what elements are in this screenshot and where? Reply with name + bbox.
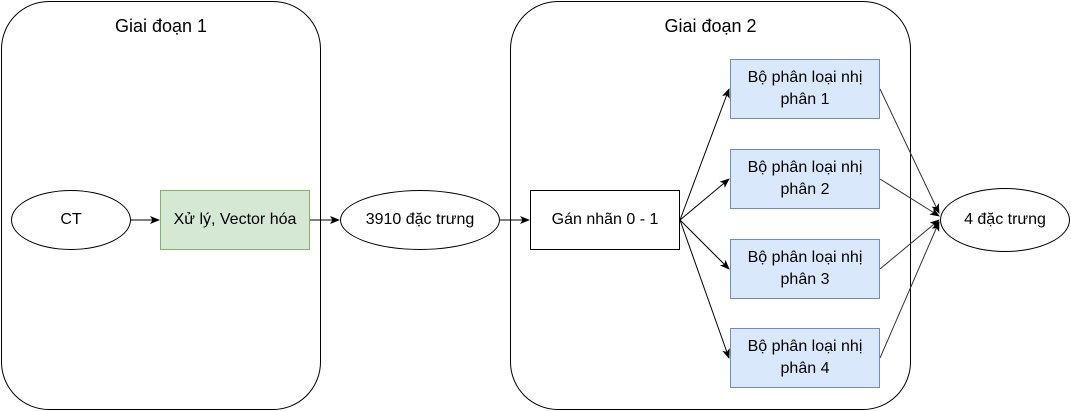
edge-label-to-classifier-3 [679, 219, 730, 270]
stage-1-title: Giai đoạn 1 [114, 16, 208, 36]
edge-classifier-1-to-output [879, 88, 940, 214]
binary-classifier-3-node: Bộ phân loại nhị phân 3 [730, 239, 880, 299]
edge-label-to-classifier-2 [679, 178, 730, 221]
edge-classifier-4-to-output [879, 221, 940, 359]
edge-label-to-classifier-1 [679, 88, 730, 221]
edge-classifier-2-to-output [879, 178, 940, 217]
process-vectorize-node: Xử lý, Vector hóa [160, 190, 310, 250]
features-3910-node: 3910 đặc trưng [340, 190, 500, 250]
edge-label-to-classifier-4 [679, 219, 730, 359]
edge-classifier-3-to-output [879, 219, 940, 270]
features-4-output-node: 4 đặc trưng [940, 188, 1070, 252]
ct-node: CT [11, 190, 131, 250]
label-0-1-node: Gán nhãn 0 - 1 [530, 190, 680, 250]
binary-classifier-2-node: Bộ phân loại nhị phân 2 [730, 149, 880, 209]
binary-classifier-4-node: Bộ phân loại nhị phân 4 [730, 328, 880, 388]
stage-2-title: Giai đoạn 2 [664, 16, 757, 36]
binary-classifier-1-node: Bộ phân loại nhị phân 1 [730, 59, 880, 119]
